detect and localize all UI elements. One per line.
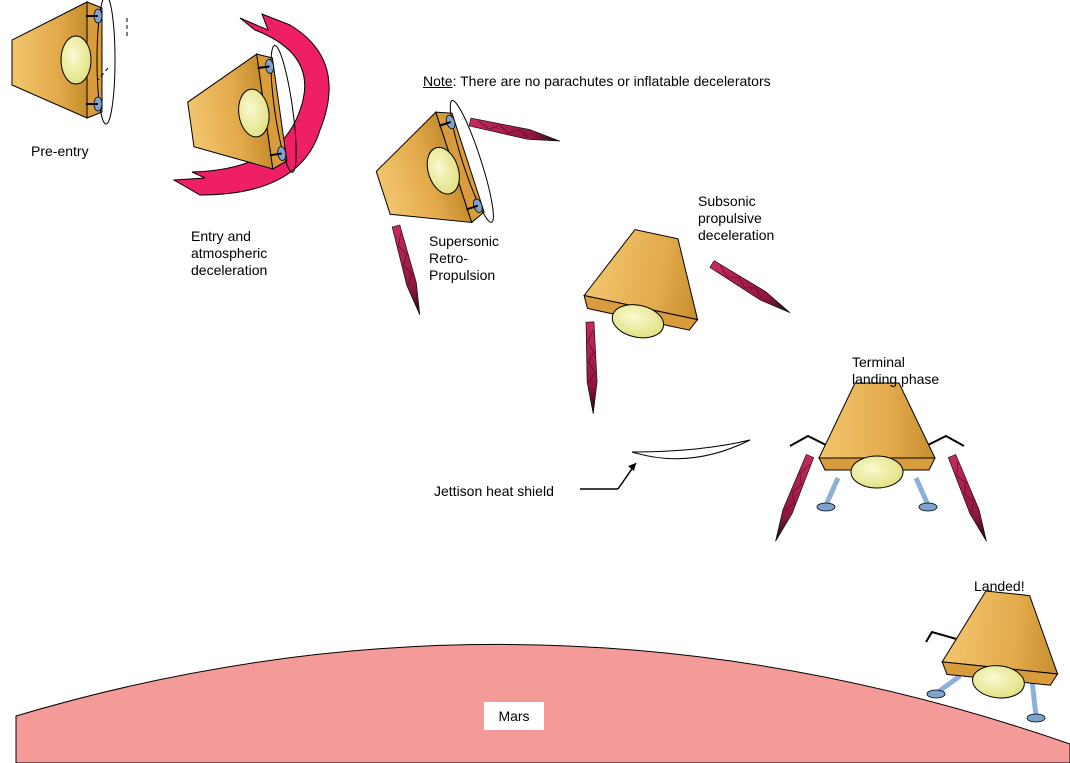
mars-label: Mars — [484, 702, 544, 730]
heat-shield — [632, 440, 750, 459]
terminal-plume-right — [947, 454, 991, 543]
supersonic-label: Supersonic Retro- Propulsion — [429, 233, 499, 284]
pre-entry-capsule — [12, 0, 115, 124]
subsonic-label: Subsonic propulsive deceleration — [698, 193, 774, 244]
note-prefix: Note — [423, 73, 453, 89]
landed-capsule — [939, 587, 1065, 704]
supersonic-plume-top — [469, 117, 561, 146]
landed-label: Landed! — [974, 578, 1025, 595]
note-body: : There are no parachutes or inflatable … — [453, 73, 771, 89]
supersonic-plume-bottom — [391, 225, 424, 316]
jettison-label: Jettison heat shield — [434, 483, 554, 500]
subsonic-capsule — [578, 222, 713, 349]
note-text: Note: There are no parachutes or inflata… — [423, 73, 771, 90]
terminal-label: Terminal landing phase — [852, 354, 939, 388]
terminal-capsule — [819, 383, 935, 488]
pre-entry-label: Pre-entry — [31, 143, 89, 160]
entry-label: Entry and atmospheric deceleration — [191, 228, 267, 279]
subsonic-plume-left — [585, 322, 598, 414]
subsonic-plume-right — [709, 260, 792, 317]
terminal-plume-left — [771, 454, 815, 543]
